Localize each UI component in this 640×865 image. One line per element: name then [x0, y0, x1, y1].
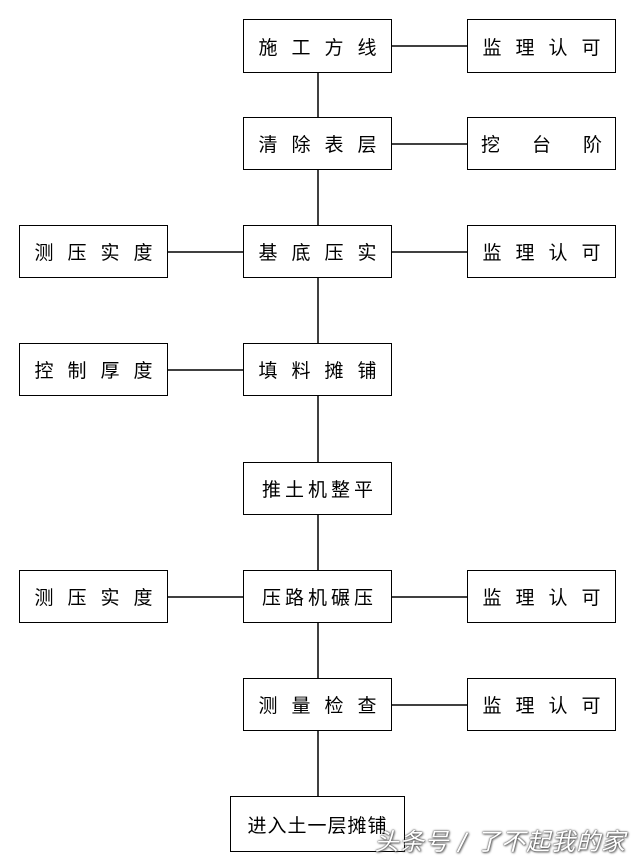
step-roller-compaction: 压路机碾压 [243, 570, 392, 623]
step-fill-spreading: 填料摊铺 [243, 343, 392, 396]
watermark: 头条号 / 了不起我的家 [374, 828, 626, 856]
right-supervisor-approval-2: 监理认可 [467, 225, 616, 278]
step-clear-surface: 清除表层 [243, 117, 392, 170]
right-cut-steps: 挖台阶 [467, 117, 616, 170]
step-next-layer-spreading: 进入土一层摊铺 [230, 796, 405, 852]
left-measure-compaction-1: 测压实度 [19, 225, 168, 278]
step-bulldozer-leveling: 推土机整平 [243, 462, 392, 515]
step-construction-layout: 施工方线 [243, 19, 392, 73]
step-measurement-check: 测量检查 [243, 678, 392, 731]
left-control-thickness: 控制厚度 [19, 343, 168, 396]
right-supervisor-approval-1: 监理认可 [467, 19, 616, 73]
step-base-compaction: 基底压实 [243, 225, 392, 278]
right-supervisor-approval-3: 监理认可 [467, 570, 616, 623]
left-measure-compaction-2: 测压实度 [19, 570, 168, 623]
right-supervisor-approval-4: 监理认可 [467, 678, 616, 731]
